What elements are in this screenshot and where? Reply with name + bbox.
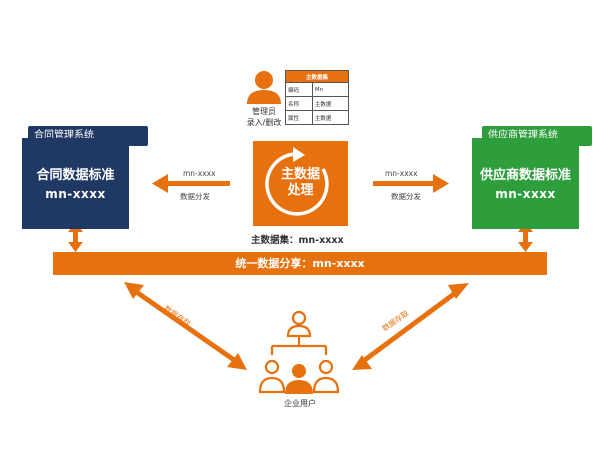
enterprise-users-caption: 企业用户 — [284, 399, 316, 408]
left-flow-code: mn-xxxx — [183, 169, 216, 178]
right-diagonal-double-arrow — [352, 283, 469, 370]
user-icon — [247, 71, 281, 104]
table-cell: 属性 — [285, 110, 313, 125]
arrow-to-left-system — [152, 174, 230, 193]
table-cell: 名称 — [285, 96, 313, 111]
center-caption: 主数据集：mn-xxxx — [251, 235, 344, 246]
table-cell: 主数据 — [311, 96, 350, 111]
table-cell: Mn — [311, 82, 350, 97]
left-system-title: 合同数据标准 — [36, 168, 115, 183]
table-row: 编码 Mn — [285, 82, 350, 97]
table-row: 属性 主数据 — [285, 110, 350, 125]
left-system-box: 合同数据标准 mn-xxxx — [22, 138, 129, 229]
right-flow-label: 数据分发 — [391, 192, 421, 201]
org-users-icon — [258, 310, 340, 394]
left-system-code: mn-xxxx — [45, 187, 106, 201]
master-data-processing-box: 主数据 处理 — [253, 141, 348, 226]
arrow-to-right-system — [373, 174, 449, 193]
admin-caption: 管理员 录入/删改 — [234, 106, 294, 128]
admin-caption-line1: 管理员 — [252, 107, 276, 116]
center-title-line1: 主数据 — [280, 167, 320, 182]
right-flow-code: mn-xxxx — [385, 169, 418, 178]
unified-data-share-bar: 统一数据分享：mn-xxxx — [53, 252, 547, 275]
left-diagonal-double-arrow — [124, 282, 247, 370]
table-cell: 主数据 — [311, 110, 350, 125]
center-title-line2: 处理 — [287, 183, 314, 198]
right-system-box: 供应商数据标准 mn-xxxx — [472, 138, 579, 229]
refresh-cycle-icon — [265, 147, 329, 216]
right-system-code: mn-xxxx — [495, 187, 556, 201]
table-cell: 编码 — [285, 82, 313, 97]
table-row: 名称 主数据 — [285, 96, 350, 111]
left-flow-label: 数据分发 — [180, 192, 210, 201]
admin-caption-line2: 录入/删改 — [246, 118, 282, 127]
master-data-table: 主数据集 编码 Mn 名称 主数据 属性 主数据 — [285, 70, 350, 125]
master-table-header: 主数据集 — [285, 70, 349, 83]
right-system-title: 供应商数据标准 — [479, 168, 571, 183]
